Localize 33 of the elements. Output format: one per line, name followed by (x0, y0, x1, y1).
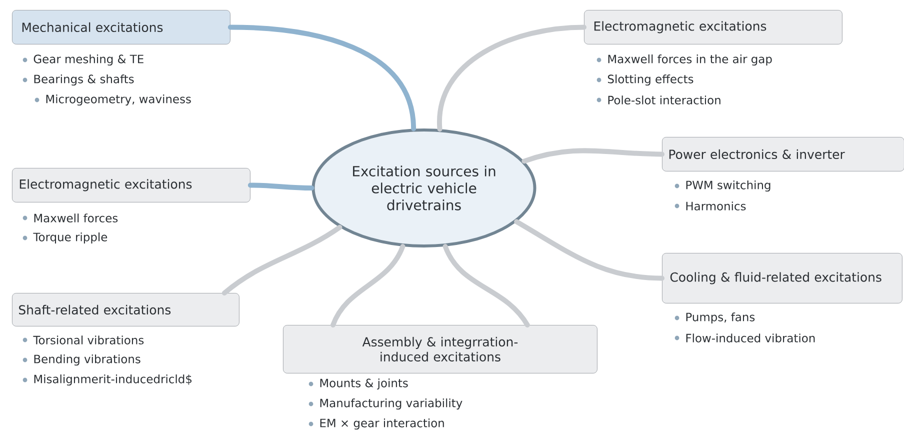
category-box: Electromagnetic excitations (12, 168, 250, 202)
category-box: Cooling & fluid-related excitations (662, 253, 902, 304)
connector (442, 244, 530, 328)
bullet-item: Pumps, fans (674, 312, 755, 324)
category-box: Assembly & integrration-induced excitations (283, 325, 598, 374)
bullet-item: Torsional vibrations (22, 336, 144, 344)
connector (330, 244, 406, 328)
bullet-item: Torque ripple (22, 232, 108, 244)
category-box: Electromagnetic excitations (584, 10, 842, 44)
bullet-item: PWM switching (674, 180, 770, 192)
connector (222, 224, 342, 296)
bullet-item: EM × gear interaction (308, 418, 444, 430)
bullet-item: Microgeometry, waviness (34, 94, 191, 106)
connector (437, 24, 586, 132)
bullet-item: Flow-induced vibration (674, 334, 815, 342)
bullet-item: Pole-slot interaction (596, 96, 720, 104)
connector (248, 182, 314, 190)
bullet-item: Bending vibrations (22, 354, 140, 366)
bullet-item: Maxwell forces in the air gap (596, 54, 772, 66)
connector (228, 24, 416, 132)
bullet-item: Mounts & joints (308, 378, 408, 390)
bullet-item: Gear meshing & TE (22, 54, 144, 66)
bullet-item: Misalignmerit-inducedricld$ (22, 374, 192, 386)
bullet-item: Slotting effects (596, 74, 694, 86)
connector (514, 219, 664, 281)
bullet-item: Manufacturing variability (308, 398, 462, 410)
bullet-item: Maxwell forces (22, 214, 118, 222)
category-box: Power electronics & inverter (662, 137, 904, 172)
bullet-item: Harmonics (674, 202, 746, 210)
connector (522, 148, 664, 164)
category-box: Shaft-related excitations (12, 293, 240, 326)
bullet-item: Bearings & shafts (22, 74, 134, 86)
category-box: Mechanical excitations (12, 10, 230, 44)
